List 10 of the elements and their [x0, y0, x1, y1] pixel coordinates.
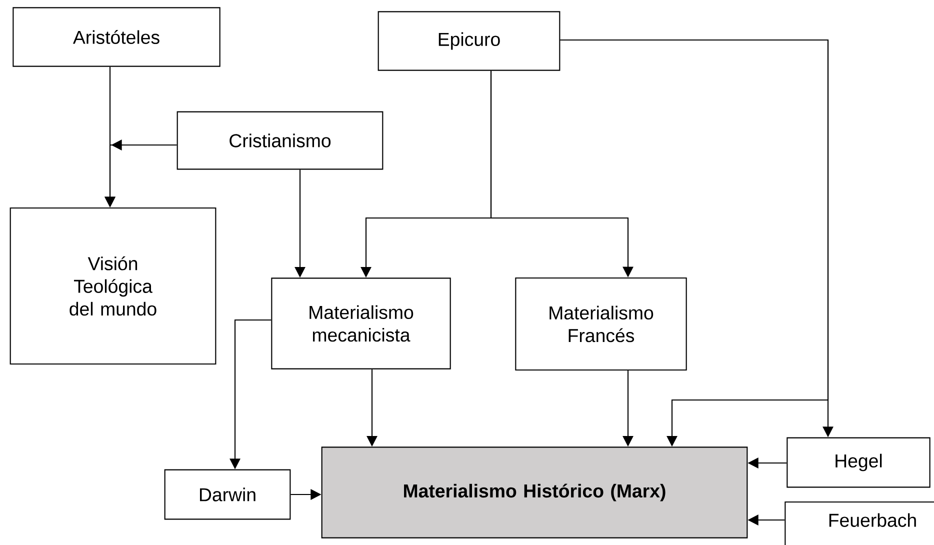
text-box: Visión Teológica del mundo: [10, 207, 216, 365]
text-box: Materialismo Francés: [515, 277, 687, 371]
text-box: Feuerbach: [784, 501, 934, 545]
text-box: Materialismo mecanicista: [271, 278, 451, 370]
text-box: Aristóteles: [12, 7, 220, 67]
text-box: Darwin: [164, 469, 291, 520]
text-box: Epicuro: [378, 11, 560, 71]
highlighted-box: Materialismo Histórico (Marx): [321, 446, 748, 538]
text-box: Hegel: [786, 437, 930, 488]
text-box: Cristianismo: [176, 111, 384, 170]
